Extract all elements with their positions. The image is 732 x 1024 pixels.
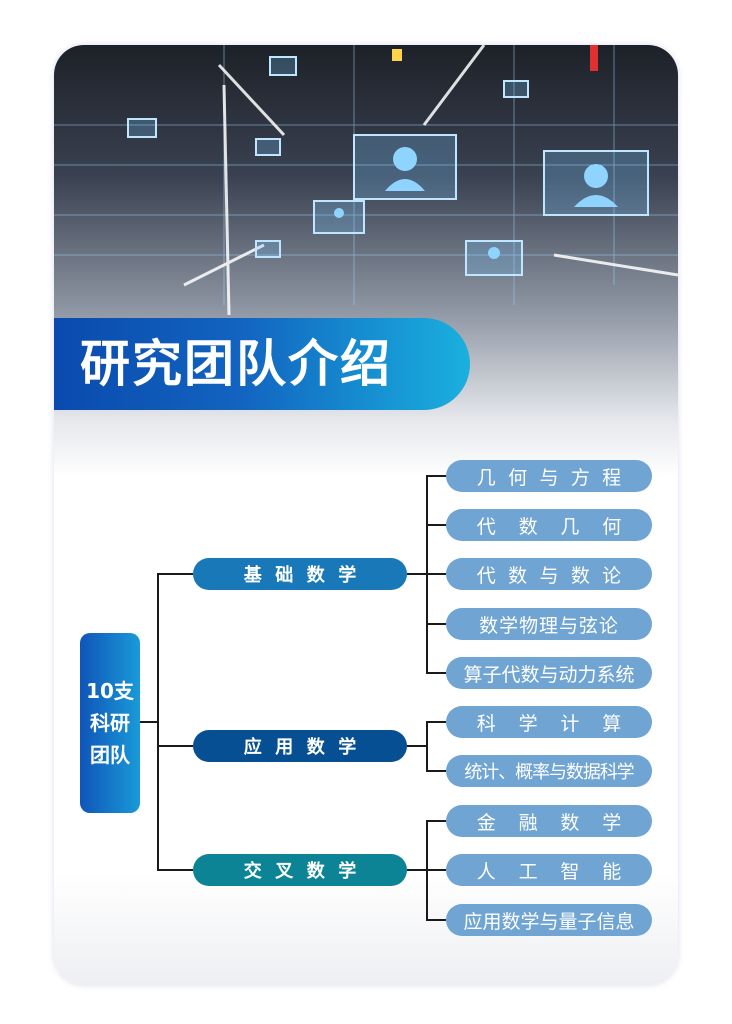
root-line: 团队 xyxy=(90,743,130,767)
connector-line xyxy=(140,721,158,723)
team-node: 代数与数论 xyxy=(446,558,652,590)
connector-line xyxy=(426,722,428,772)
team-node: 几何与方程 xyxy=(446,460,652,492)
team-node: 算子代数与动力系统 xyxy=(446,657,652,689)
team-node: 金融数学 xyxy=(446,805,652,837)
connector-line xyxy=(426,524,446,526)
connector-line xyxy=(157,869,193,871)
connector-line xyxy=(426,820,446,822)
page-title: 研究团队介绍 xyxy=(80,335,392,393)
tech-network-background-image xyxy=(54,45,678,316)
team-node: 统计、概率与数据科学 xyxy=(446,755,652,787)
team-node: 应用数学与量子信息 xyxy=(446,904,652,936)
connector-line xyxy=(426,821,428,921)
group-node-pure-math: 基础数学 xyxy=(193,558,407,590)
connector-line xyxy=(426,919,446,921)
team-node: 数学物理与弦论 xyxy=(446,608,652,640)
group-node-interdisciplinary-math: 交叉数学 xyxy=(193,854,407,886)
team-node: 科学计算 xyxy=(446,706,652,738)
connector-line xyxy=(426,623,446,625)
team-node: 代数几何 xyxy=(446,509,652,541)
connector-line xyxy=(407,745,427,747)
connector-line xyxy=(426,672,446,674)
connector-line xyxy=(426,721,446,723)
connector-line xyxy=(157,745,193,747)
title-banner: 研究团队介绍 xyxy=(54,318,470,410)
root-line: 10支 xyxy=(86,679,134,703)
root-line: 科研 xyxy=(90,711,130,735)
connector-line xyxy=(157,573,193,575)
group-node-applied-math: 应用数学 xyxy=(193,730,407,762)
root-node: 10支 科研 团队 xyxy=(80,633,140,813)
connector-line xyxy=(426,475,446,477)
connector-line xyxy=(157,574,159,871)
team-node: 人工智能 xyxy=(446,854,652,886)
connector-line xyxy=(426,770,446,772)
connector-line xyxy=(426,476,428,674)
